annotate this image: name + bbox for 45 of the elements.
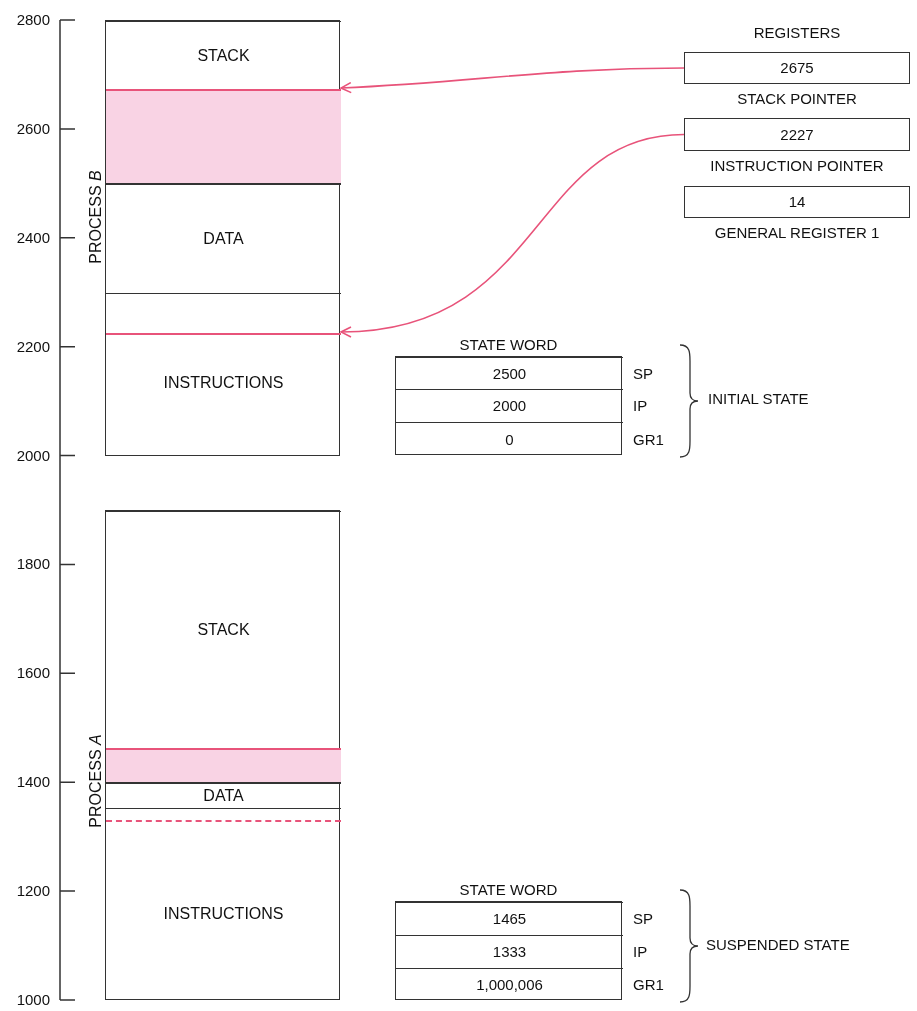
axis-tick-label: 2000 [16,446,50,465]
state-value: 2500 [492,364,527,383]
segment-label: DATA [203,786,244,805]
axis-tick-label: 2400 [16,228,50,247]
state-value: 1333 [492,943,527,961]
table-heading: STATE WORD [459,336,558,354]
axis-tick-label: 2600 [16,119,50,138]
axis-tick-label: 1000 [16,991,50,1009]
state-value: 2000 [492,397,527,415]
segment-label: INSTRUCTIONS [163,374,284,393]
state-value: 1,000,006 [476,976,543,994]
field-name: GR1 [633,430,664,449]
arrow [340,133,685,337]
register-name: GENERAL REGISTER 1 [714,224,880,242]
process-label: PROCESS A [87,733,105,828]
field-name: IP [633,397,648,415]
register-value: 2675 [780,59,814,77]
group-heading: REGISTERS [753,24,841,42]
segment-label: STACK [197,46,250,65]
axis-tick-label: 1200 [16,882,50,901]
axis-tick-label: 2800 [16,11,50,29]
axis-tick-label: 2200 [16,337,50,356]
field-name: SP [633,910,653,928]
shaded-segment [106,89,341,185]
field-name: SP [633,364,653,383]
segment-label: STACK [197,620,250,639]
axis-tick-label: 1600 [16,664,50,683]
segment-label: INSTRUCTIONS [163,905,284,924]
shaded-segment [106,747,341,784]
state-value: 0 [505,430,514,449]
register-value: 2227 [780,125,814,144]
brace-label: SUSPENDED STATE [706,936,850,954]
process-label: PROCESS B [87,170,105,264]
table-heading: STATE WORD [459,881,558,899]
register-value: 14 [788,193,806,211]
state-value: 1465 [492,910,527,928]
brace-label: INITIAL STATE [708,389,809,408]
axis-tick-label: 1800 [16,555,50,574]
field-name: IP [633,943,648,961]
axis-tick-label: 1400 [16,773,50,792]
register-name: STACK POINTER [737,90,857,108]
segment-label: DATA [203,230,244,249]
arrow [340,67,685,94]
register-name: INSTRUCTION POINTER [710,157,884,175]
field-name: GR1 [633,976,664,994]
